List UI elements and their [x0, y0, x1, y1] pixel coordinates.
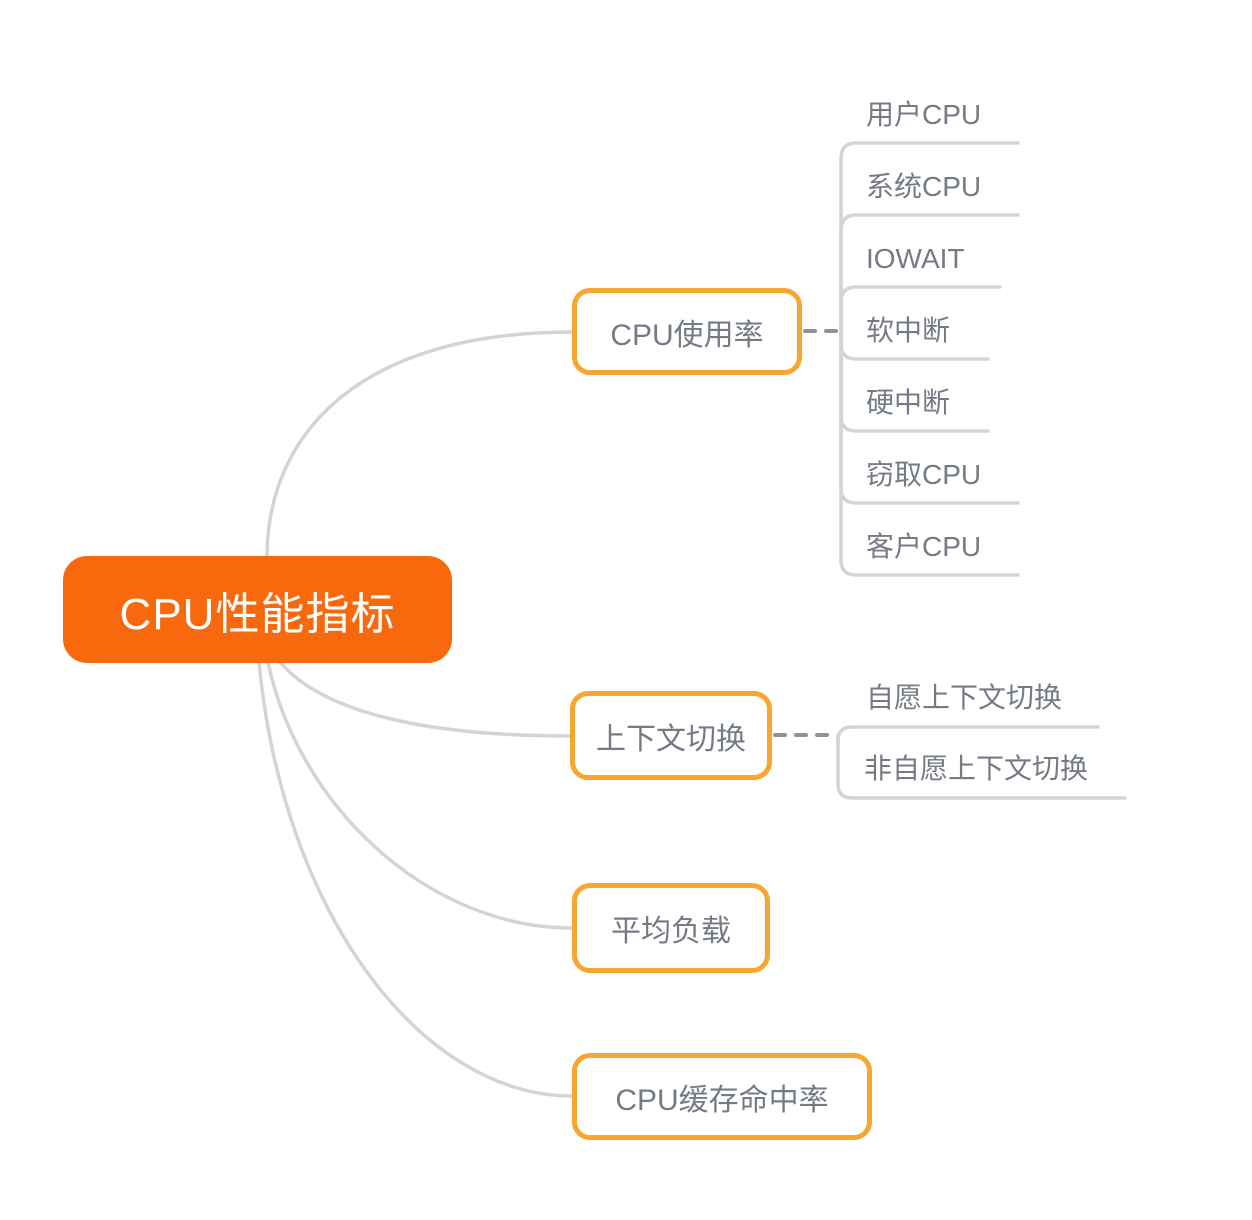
branch-node-context-switch[interactable]: 上下文切换: [570, 691, 772, 780]
edge-root-to-load-average: [266, 660, 574, 930]
edge-leaf-guest-cpu: [839, 329, 1020, 577]
leaf-node-soft-irq[interactable]: 软中断: [866, 315, 951, 346]
edge-leaf-iowait: [839, 285, 1002, 333]
leaf-node-guest-cpu[interactable]: 客户CPU: [866, 531, 982, 562]
leaf-node-hard-irq[interactable]: 硬中断: [866, 387, 951, 418]
edge-leaf-voluntary-ctx: [836, 725, 1100, 743]
branch-node-cpu-usage[interactable]: CPU使用率: [572, 288, 802, 375]
leaf-node-steal-cpu[interactable]: 窃取CPU: [866, 459, 982, 490]
branch-node-load-average[interactable]: 平均负载: [572, 883, 770, 973]
edge-leaf-involuntary-ctx: [836, 735, 1127, 800]
root-node-cpu-performance-metrics[interactable]: CPU性能指标: [63, 556, 452, 663]
edge-root-to-cache-hit: [257, 660, 574, 1098]
edge-leaf-system-cpu: [839, 213, 1020, 333]
leaf-node-system-cpu[interactable]: 系统CPU: [866, 171, 982, 202]
edge-root-to-cpu-usage: [265, 330, 574, 559]
leaf-node-iowait[interactable]: IOWAIT: [866, 243, 965, 274]
leaf-node-user-cpu[interactable]: 用户CPU: [866, 99, 982, 130]
leaf-node-involuntary-context-switch[interactable]: 非自愿上下文切换: [864, 753, 1089, 784]
branch-node-cpu-cache-hit-rate[interactable]: CPU缓存命中率: [572, 1053, 872, 1140]
leaf-node-voluntary-context-switch[interactable]: 自愿上下文切换: [866, 682, 1063, 713]
edge-root-to-context-switch: [278, 660, 572, 738]
edge-leaf-user-cpu: [839, 141, 1020, 333]
